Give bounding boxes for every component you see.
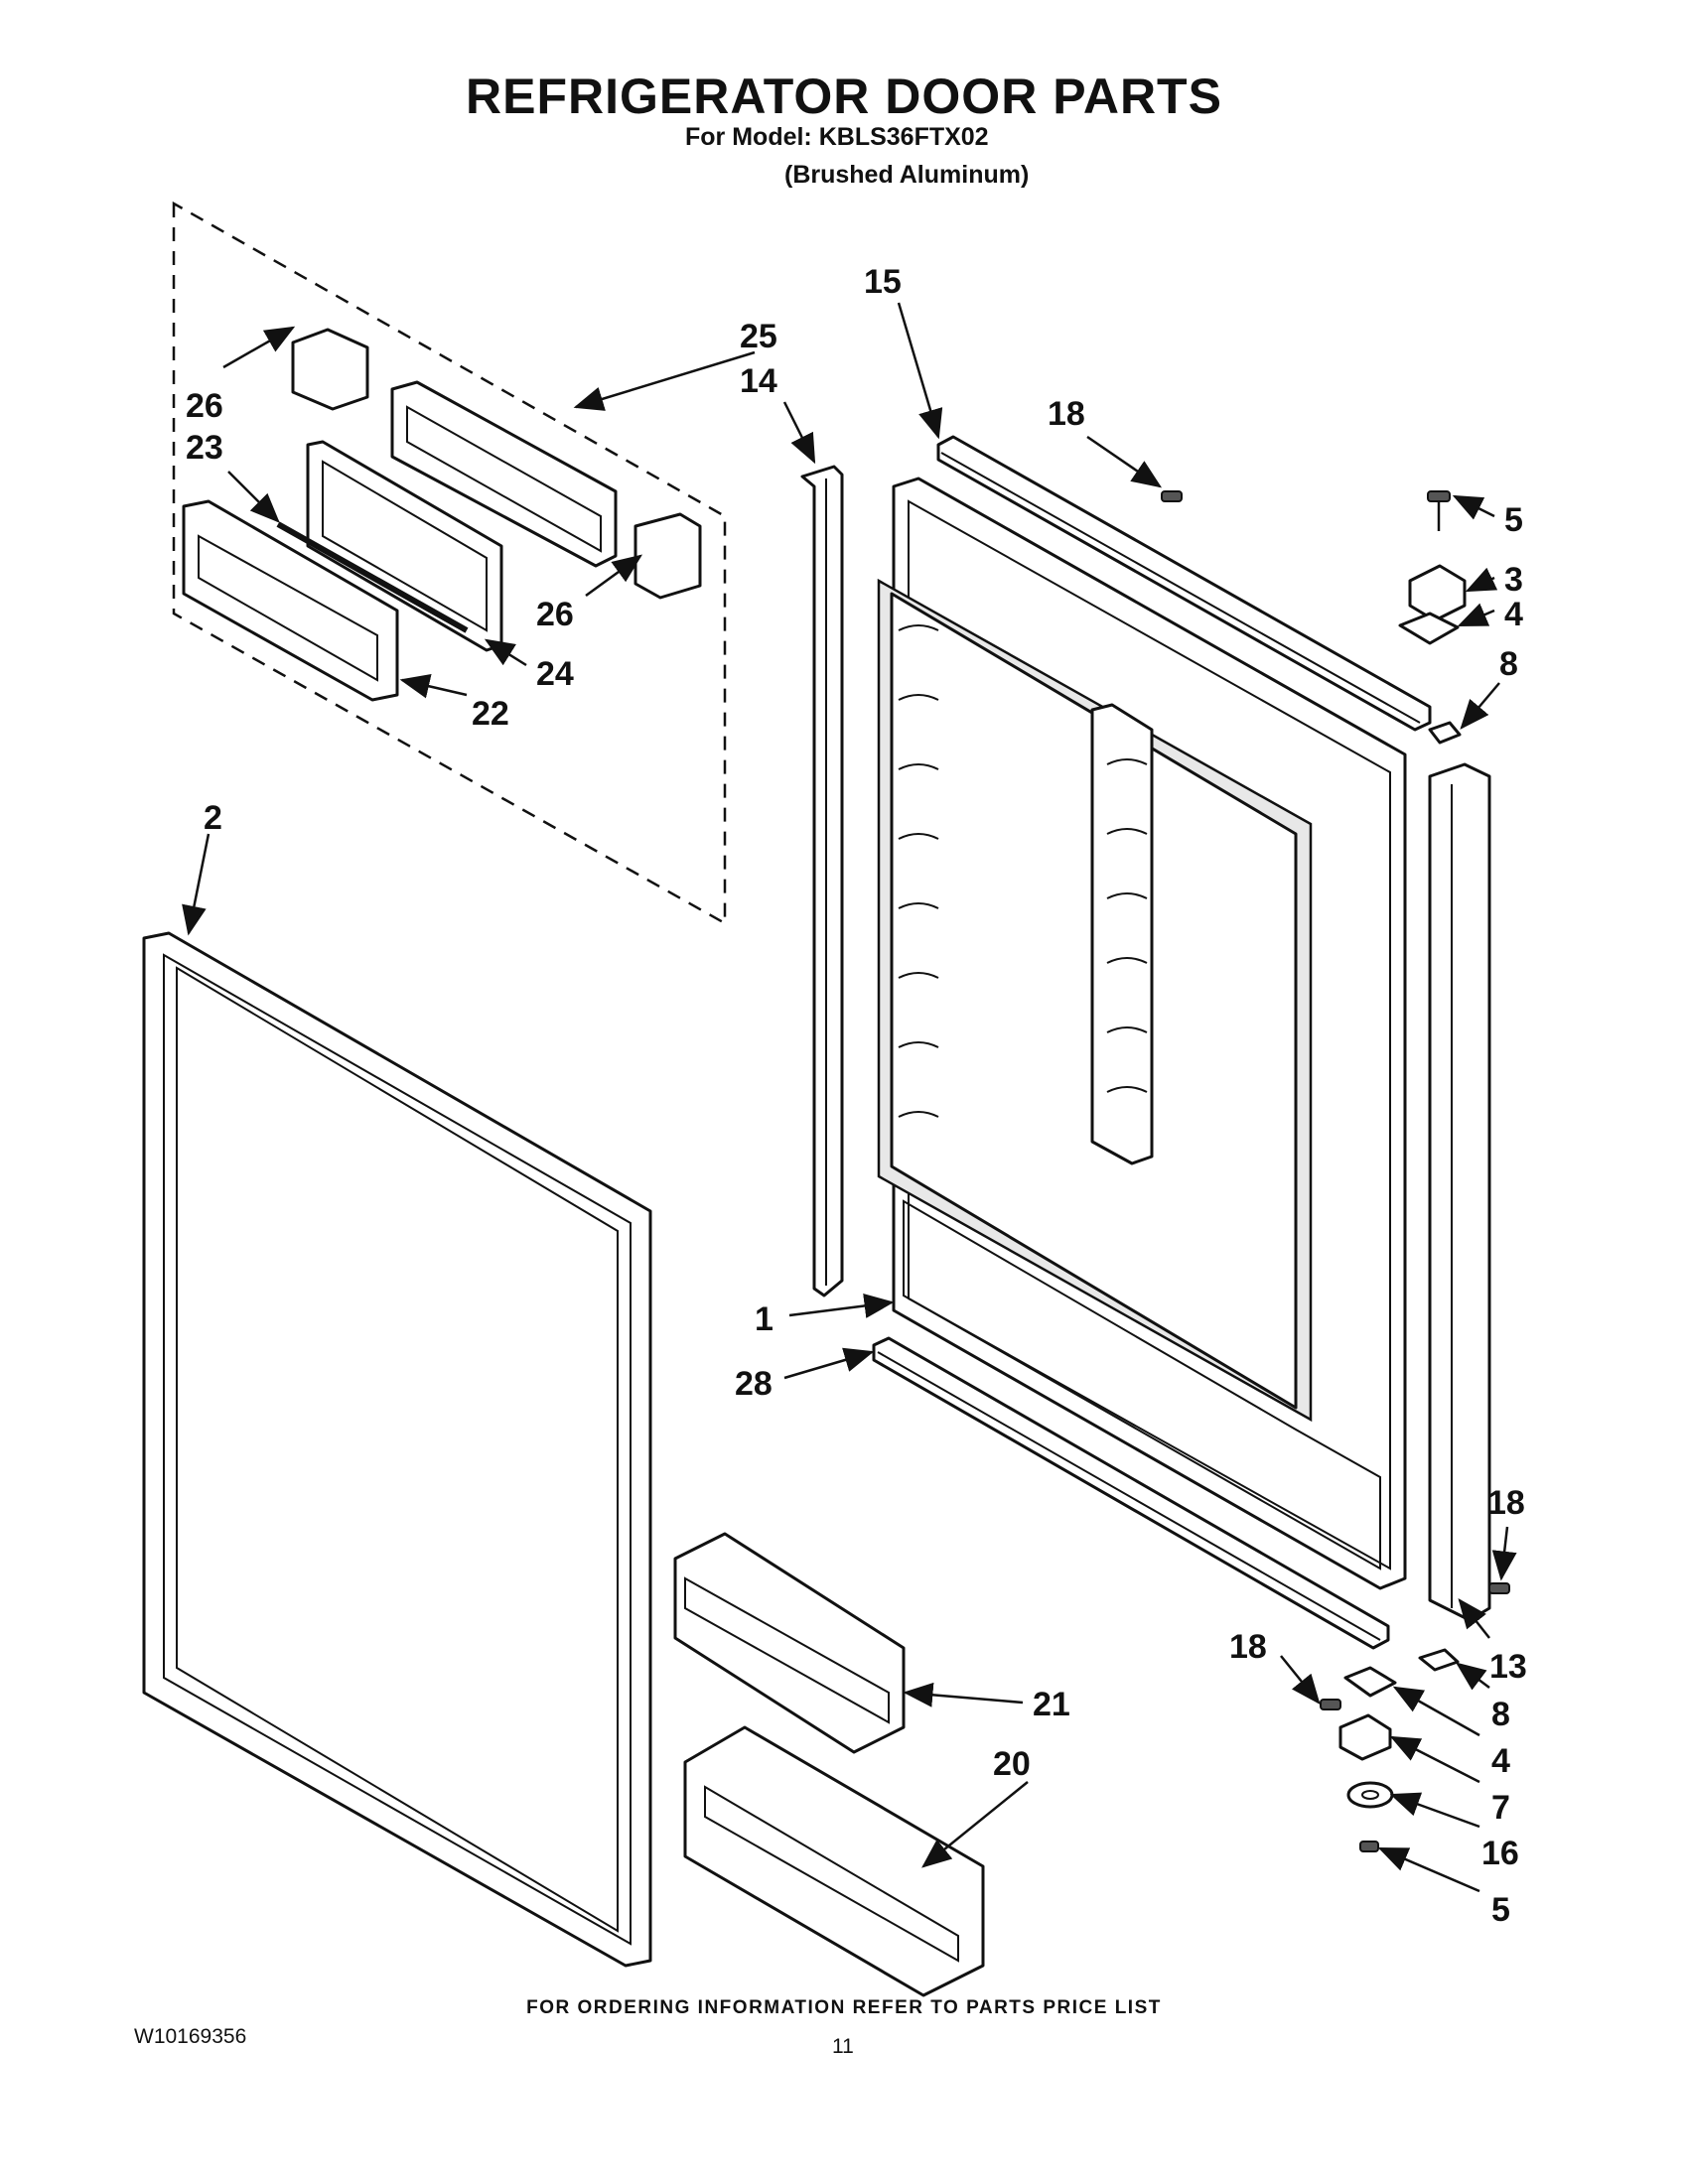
callout-8-bottom: 8 bbox=[1491, 1696, 1510, 1733]
hinge-7 bbox=[1338, 1713, 1392, 1761]
left-trim-part bbox=[800, 465, 844, 1297]
callout-4-bottom: 4 bbox=[1491, 1742, 1510, 1780]
callout-13: 13 bbox=[1489, 1648, 1527, 1686]
callout-23: 23 bbox=[186, 429, 223, 467]
callout-5-top: 5 bbox=[1504, 501, 1523, 539]
clip-8-top bbox=[1428, 721, 1462, 745]
right-trim-part bbox=[1428, 762, 1491, 1622]
callout-18-bottom: 18 bbox=[1229, 1628, 1267, 1666]
callout-8-top: 8 bbox=[1499, 645, 1518, 683]
callout-4-top: 4 bbox=[1504, 596, 1523, 633]
door-bins bbox=[673, 1532, 985, 1997]
callout-24: 24 bbox=[536, 655, 574, 693]
page-number: 11 bbox=[832, 2035, 854, 2058]
bracket-26-left bbox=[291, 328, 369, 411]
top-trim-part bbox=[936, 435, 1432, 732]
trim-front-22 bbox=[182, 499, 399, 702]
callout-18-top: 18 bbox=[1048, 395, 1085, 433]
callout-3: 3 bbox=[1504, 561, 1523, 599]
page-title: REFRIGERATOR DOOR PARTS bbox=[466, 68, 1222, 124]
callout-labels: 26 23 25 14 26 24 22 15 18 5 3 4 8 2 1 2… bbox=[186, 263, 1527, 1929]
callout-26-left: 26 bbox=[186, 387, 223, 425]
bin-20 bbox=[683, 1725, 985, 1997]
document-number: W10169356 bbox=[134, 2025, 247, 2048]
hinge-shim-4 bbox=[1398, 612, 1460, 645]
callout-1: 1 bbox=[755, 1300, 774, 1338]
bin-21 bbox=[673, 1532, 906, 1754]
hinge-shim-4-bottom bbox=[1343, 1666, 1397, 1698]
screw-5-bottom bbox=[1359, 1841, 1379, 1852]
callout-16: 16 bbox=[1481, 1835, 1519, 1872]
callout-22: 22 bbox=[472, 695, 509, 733]
callout-15: 15 bbox=[864, 263, 902, 301]
callout-26-right: 26 bbox=[536, 596, 574, 633]
ordering-note: FOR ORDERING INFORMATION REFER TO PARTS … bbox=[526, 1997, 1162, 2018]
model-line: For Model: KBLS36FTX02 bbox=[685, 123, 989, 151]
finish-line: (Brushed Aluminum) bbox=[784, 161, 1030, 189]
subassembly-dashed-outline bbox=[172, 201, 727, 926]
dispenser-subassembly bbox=[182, 328, 702, 702]
callout-18-right: 18 bbox=[1487, 1484, 1525, 1522]
door-assembly-part bbox=[877, 477, 1407, 1590]
leader-lines bbox=[182, 302, 1517, 1893]
door-gasket-part bbox=[142, 931, 652, 1968]
callout-14: 14 bbox=[740, 362, 777, 400]
top-hinge-hardware bbox=[1161, 490, 1467, 745]
screw-18-bottom bbox=[1320, 1699, 1341, 1710]
washer-16 bbox=[1346, 1781, 1394, 1809]
callout-20: 20 bbox=[993, 1745, 1031, 1783]
callout-21: 21 bbox=[1033, 1686, 1070, 1723]
callout-2: 2 bbox=[204, 799, 222, 837]
callout-25: 25 bbox=[740, 318, 777, 355]
clip-8-bottom bbox=[1418, 1648, 1460, 1672]
screw-18-right bbox=[1488, 1582, 1510, 1594]
callout-7: 7 bbox=[1491, 1789, 1510, 1827]
callout-5-bottom: 5 bbox=[1491, 1891, 1510, 1929]
hinge-3 bbox=[1408, 564, 1467, 622]
bracket-26-right bbox=[633, 512, 702, 600]
screw-18-top bbox=[1161, 490, 1183, 502]
callout-28: 28 bbox=[735, 1365, 773, 1403]
